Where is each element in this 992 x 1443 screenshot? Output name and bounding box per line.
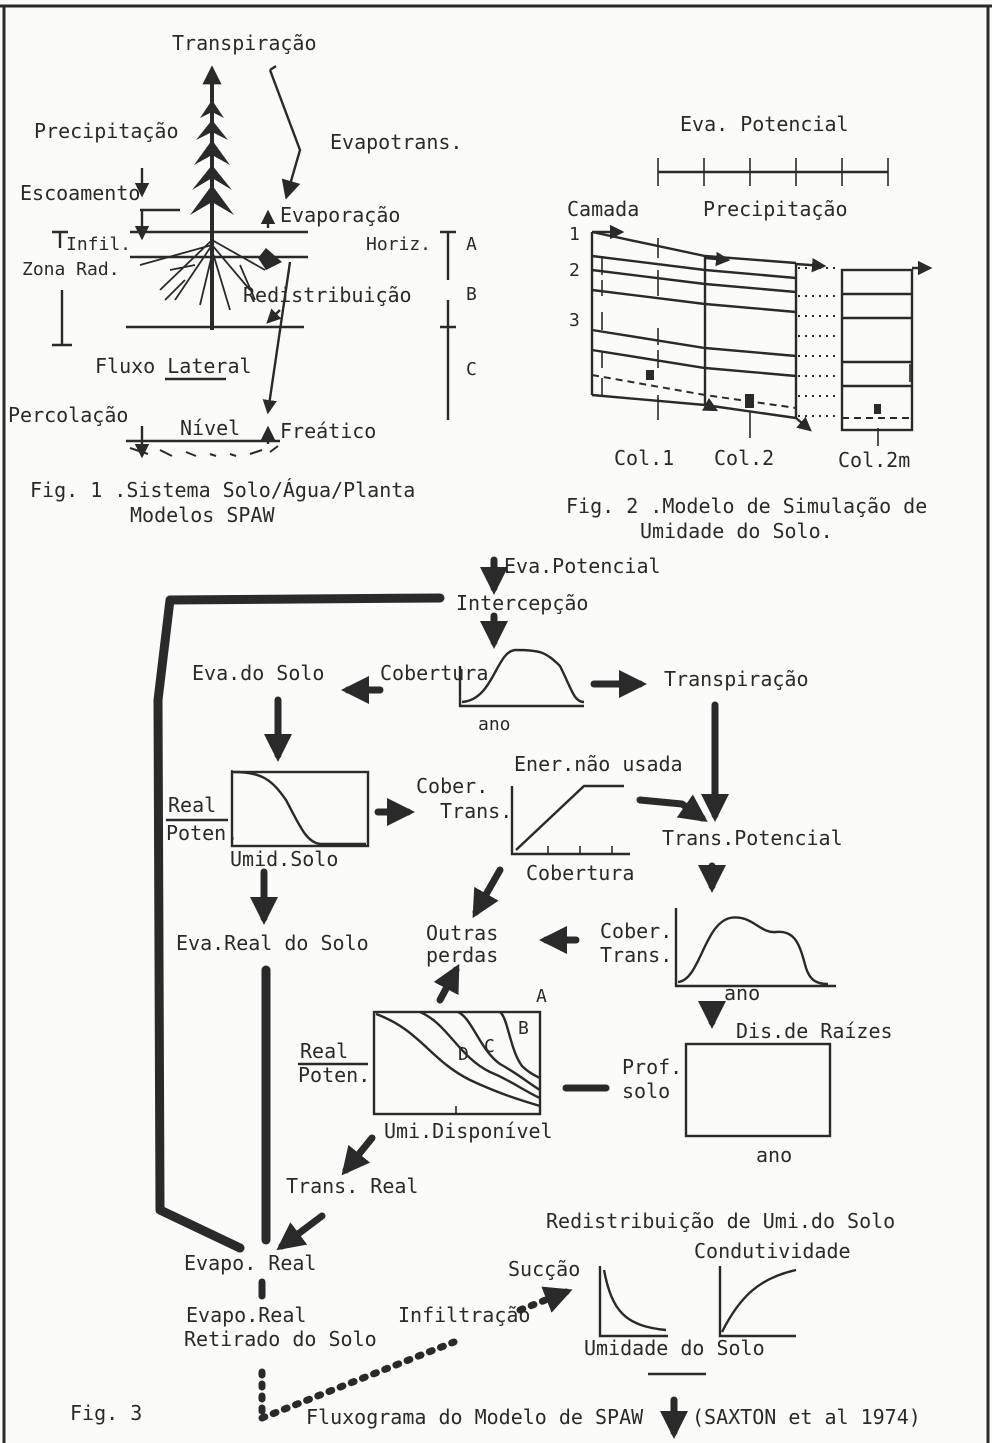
fig1-horiz-b-label: B	[466, 284, 477, 305]
fig3-evapo-real-2-label: Evapo.Real	[186, 1303, 306, 1327]
fig3-conductivity-chart	[718, 1266, 797, 1338]
fig3-retirado-do-solo-label: Retirado do Solo	[184, 1327, 377, 1351]
fig3-real-label: Real	[168, 793, 216, 817]
fig1-redistribuicao-label: Redistribuição	[243, 283, 412, 307]
fig3-trans-potencial-label: Trans.Potencial	[662, 826, 843, 850]
fig3-solo-label: solo	[622, 1079, 670, 1103]
fig3-umidade-do-solo-label: Umidade do Solo	[584, 1336, 765, 1360]
fig3-caption-ref: (SAXTON et al 1974)	[692, 1405, 921, 1429]
fig3-curve-d-label: D	[458, 1044, 469, 1065]
fig3-prof-label: Prof.	[622, 1055, 682, 1079]
fig3-ano-3-label: ano	[756, 1143, 792, 1167]
fig1-horiz-label: Horiz.	[366, 234, 431, 255]
fig3-cober-2-label: Cober.	[600, 919, 672, 943]
fig1-precipitacao-label: Precipitação	[34, 119, 179, 143]
fig3-cober-label: Cober.	[416, 774, 488, 798]
fig1-infil-label: Infil.	[66, 234, 131, 255]
fig1-escoamento-label: Escoamento	[20, 181, 140, 205]
fig3-ano-1-label: ano	[478, 714, 511, 735]
fig3-redistribuicao-title: Redistribuição de Umi.do Solo	[546, 1209, 895, 1233]
fig3-evaporation-ratio-chart	[230, 770, 370, 848]
fig3-condutividade-label: Condutividade	[694, 1239, 851, 1263]
tree-icon	[139, 75, 266, 330]
fig3-outras-perdas-2: perdas	[426, 943, 498, 967]
fig2-col1-label: Col.1	[614, 446, 674, 470]
fig3-curve-a-label: A	[536, 986, 547, 1007]
fig1-horiz-c-label: C	[466, 359, 477, 380]
fig3-poten-2-label: Poten.	[298, 1063, 370, 1087]
fig2-precipitacao-label: Precipitação	[703, 197, 848, 221]
fig2-caption-line1: Fig. 2 .Modelo de Simulação de	[566, 494, 927, 518]
fig1-evapotrans-label: Evapotrans.	[330, 130, 462, 154]
fig3-caption-fig: Fig. 3	[70, 1401, 142, 1425]
fig3-outras-perdas-1: Outras	[426, 921, 498, 945]
fig3-trans-real-label: Trans. Real	[286, 1174, 418, 1198]
fig3-coverage-chart	[458, 648, 585, 708]
fig2-camada-label: Camada	[567, 197, 639, 221]
fig1-fluxo-lateral-label: Fluxo Lateral	[95, 354, 252, 378]
fig3-soil-water-availability-chart	[372, 1010, 542, 1116]
fig3-succao-label: Sucção	[508, 1257, 580, 1281]
fig3-cobertura-axis-label: Cobertura	[526, 861, 634, 885]
fig3-umid-solo-label: Umid.Solo	[230, 847, 338, 871]
fig3-real-2-label: Real	[300, 1039, 348, 1063]
fig1-transpiracao-label: Transpiração	[172, 31, 317, 55]
fig3-ener-nao-usada-label: Ener.não usada	[514, 752, 683, 776]
fig3-dis-de-raizes-label: Dis.de Raízes	[736, 1019, 893, 1043]
fig3-trans-2-label: Trans.	[600, 943, 672, 967]
fig1-percolacao-label: Percolação	[8, 403, 128, 427]
fig3-spaw-flowchart: Eva.Potencial Intercepção Eva.do Solo Co…	[70, 554, 921, 1439]
fig2-layer-2-label: 2	[569, 260, 580, 281]
fig1-evaporacao-label: Evaporação	[280, 203, 400, 227]
fig1-nivel-label: Nível	[180, 416, 240, 440]
fig2-layer-1-label: 1	[569, 224, 580, 245]
fig3-poten-label: Poten.	[166, 821, 238, 845]
fig3-root-distribution-box	[684, 1042, 832, 1138]
fig1-soil-water-plant-system: Transpiração Precipitação Evapotrans. Es…	[8, 31, 477, 527]
fig3-trans-label: Trans.	[440, 799, 512, 823]
fig3-ano-2-label: ano	[724, 981, 760, 1005]
fig2-potential-evaporation-arrows	[657, 158, 889, 186]
fig2-col2-label: Col.2	[714, 446, 774, 470]
fig3-eva-real-do-solo-label: Eva.Real do Solo	[176, 931, 369, 955]
fig3-transpiracao-label: Transpiração	[664, 667, 809, 691]
fig3-coverage-transpiration-chart	[510, 784, 630, 856]
fig2-col2m-label: Col.2m	[838, 448, 910, 472]
fig3-caption-title: Fluxograma do Modelo de SPAW	[306, 1405, 644, 1429]
fig3-intercepcao-label: Intercepção	[456, 591, 588, 615]
page-border	[0, 4, 992, 1443]
fig3-evapo-real-label: Evapo. Real	[184, 1251, 316, 1275]
fig2-eva-potencial-label: Eva. Potencial	[680, 112, 849, 136]
fig3-eva-potencial-label: Eva.Potencial	[504, 554, 661, 578]
fig3-curve-c-label: C	[484, 1036, 495, 1057]
fig3-suction-chart	[598, 1266, 668, 1338]
fig2-layer-3-label: 3	[569, 310, 580, 331]
fig1-caption-line2: Modelos SPAW	[130, 503, 275, 527]
fig1-freatico-label: Freático	[280, 419, 376, 443]
fig3-potential-transpiration-chart	[674, 908, 836, 988]
fig1-zona-rad-label: Zona Rad.	[22, 259, 120, 280]
fig3-curve-b-label: B	[518, 1018, 529, 1039]
fig2-soil-columns	[590, 224, 933, 446]
fig1-caption-line1: Fig. 1 .Sistema Solo/Água/Planta	[30, 478, 415, 502]
fig3-eva-do-solo-label: Eva.do Solo	[192, 661, 324, 685]
fig3-infiltracao-label: Infiltração	[398, 1303, 530, 1327]
fig3-cobertura-chart-label: Cobertura	[380, 661, 488, 685]
fig2-caption-line2: Umidade do Solo.	[640, 519, 833, 543]
fig3-umi-disponivel-label: Umi.Disponível	[384, 1119, 553, 1143]
fig1-horiz-a-label: A	[466, 234, 477, 255]
fig2-soil-moisture-simulation-model: Eva. Potencial Camada Precipitação 1 2 3	[566, 112, 933, 543]
